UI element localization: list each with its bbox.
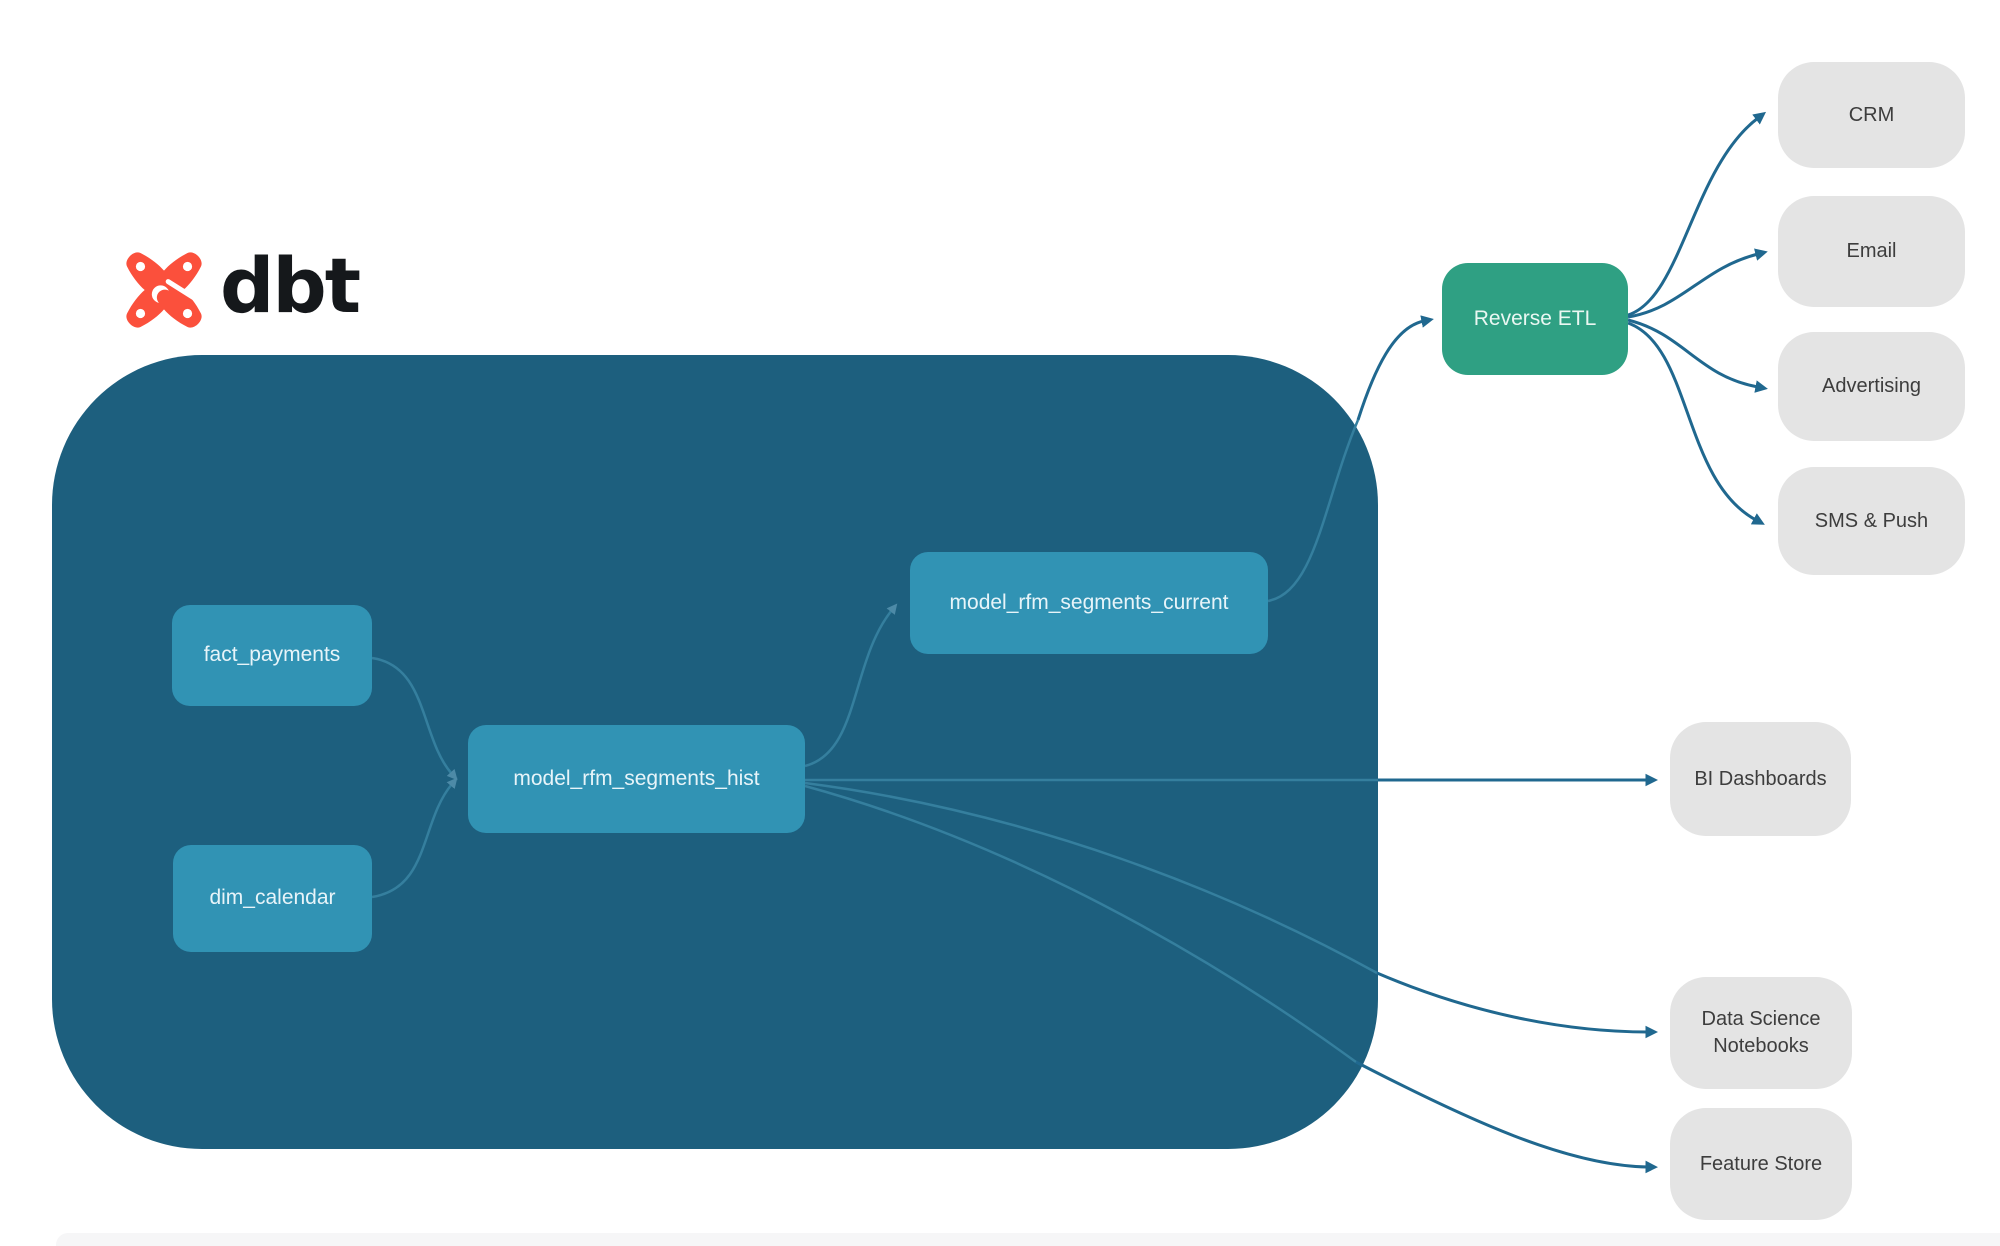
- node-fact-payments: fact_payments: [172, 605, 372, 706]
- node-label: model_rfm_segments_hist: [513, 766, 760, 790]
- node-model-rfm-segments-current: model_rfm_segments_current: [910, 552, 1268, 654]
- node-dim-calendar: dim_calendar: [173, 845, 372, 952]
- node-label: CRM: [1848, 103, 1895, 126]
- edge-reverse-etl-to-email: [1627, 248, 1768, 319]
- node-email: Email: [1778, 196, 1965, 307]
- node-crm: CRM: [1778, 62, 1965, 168]
- node-label: dim_calendar: [209, 886, 336, 910]
- dbt-star-icon: [126, 252, 203, 328]
- node-advertising: Advertising: [1778, 332, 1965, 441]
- edge-reverse-etl-to-sms-push: [1627, 321, 1765, 525]
- node-label: fact_payments: [203, 643, 341, 667]
- node-feature-store: Feature Store: [1670, 1108, 1852, 1220]
- edge-reverse-etl-to-advertising: [1627, 318, 1768, 393]
- node-label: Reverse ETL: [1473, 306, 1597, 330]
- bottom-edge-strip: [56, 1233, 2000, 1246]
- node-bi-dashboards: BI Dashboards: [1670, 722, 1851, 836]
- edge-hist-to-feature-store: [1355, 1060, 1659, 1174]
- node-reverse-etl: Reverse ETL: [1442, 263, 1628, 375]
- node-label: SMS & Push: [1814, 509, 1929, 532]
- edge-reverse-etl-to-crm: [1627, 111, 1767, 317]
- node-label: Advertising: [1822, 375, 1921, 397]
- node-label: Data Science Notebooks: [1701, 1008, 1821, 1057]
- edge-hist-to-data-science-notebooks: [1376, 971, 1659, 1039]
- node-data-science-notebooks: Data Science Notebooks: [1670, 977, 1852, 1089]
- node-sms-push: SMS & Push: [1778, 467, 1965, 575]
- dbt-logo: dbt: [122, 241, 361, 332]
- dbt-wordmark: dbt: [220, 241, 361, 330]
- node-label: model_rfm_segments_current: [949, 590, 1229, 614]
- edge-current-to-reverse-etl: [1356, 315, 1434, 421]
- node-model-rfm-segments-hist: model_rfm_segments_hist: [468, 725, 805, 833]
- node-label: BI Dashboards: [1694, 767, 1827, 790]
- node-label: Feature Store: [1699, 1152, 1823, 1175]
- node-label: Email: [1846, 240, 1897, 262]
